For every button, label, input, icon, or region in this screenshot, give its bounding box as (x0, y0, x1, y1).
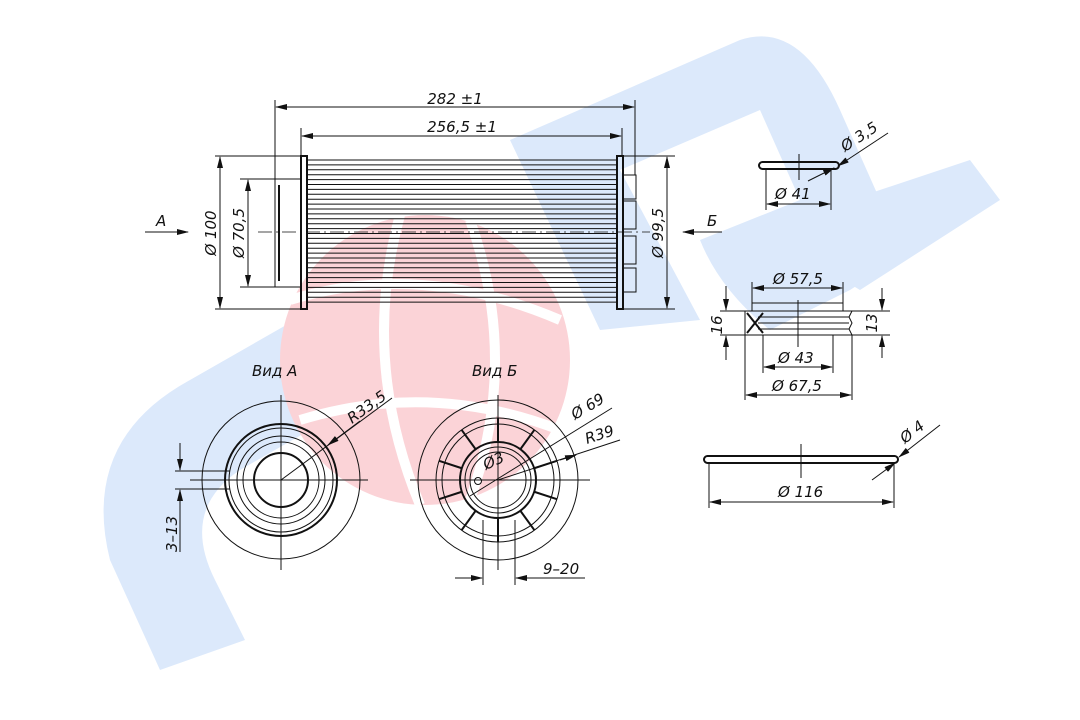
body-length-label: 256,5 ±1 (427, 118, 497, 136)
view-b-spoke (460, 510, 477, 531)
view-b-title: Вид Б (472, 362, 517, 380)
seal-inner-diameter-label: Ø 43 (777, 349, 814, 367)
seal-height-total-label: 16 (708, 315, 726, 334)
view-b-radius-label: R39 (583, 422, 617, 448)
large-oring-section-label: Ø 4 (896, 417, 928, 448)
view-b-slot-label: 9–20 (543, 560, 579, 578)
view-a-marker: А (155, 212, 166, 230)
small-oring (758, 132, 889, 210)
view-a-drawing (175, 395, 393, 570)
overall-length-label: 282 ±1 (427, 90, 483, 108)
view-b-spoke (533, 490, 558, 501)
view-b-drawing (410, 395, 621, 585)
view-b-marker: Б (707, 212, 717, 230)
right-diameter-label: Ø 99,5 (649, 208, 667, 259)
seal-height-body-label: 13 (863, 313, 881, 332)
large-oring (703, 424, 941, 508)
flange-diameter-label: Ø 100 (202, 210, 220, 256)
view-a-gap-label: 3–13 (163, 516, 181, 552)
seal-profile (720, 282, 890, 400)
seal-top-diameter-label: Ø 57,5 (772, 270, 823, 288)
large-oring-diameter-label: Ø 116 (777, 483, 823, 501)
view-b-spoke (519, 429, 536, 450)
cap-diameter-label: Ø 70,5 (230, 208, 248, 259)
view-b-spoke (438, 459, 463, 470)
view-a-title: Вид А (252, 362, 297, 380)
seal-outer-diameter-label: Ø 67,5 (771, 377, 822, 395)
filter-side-view (145, 100, 722, 310)
small-oring-diameter-label: Ø 41 (774, 185, 811, 203)
view-b-spoke (519, 510, 536, 531)
view-b-spoke (460, 429, 477, 450)
view-b-spoke (438, 490, 463, 501)
view-b-diameter-label: Ø 69 (567, 390, 608, 424)
